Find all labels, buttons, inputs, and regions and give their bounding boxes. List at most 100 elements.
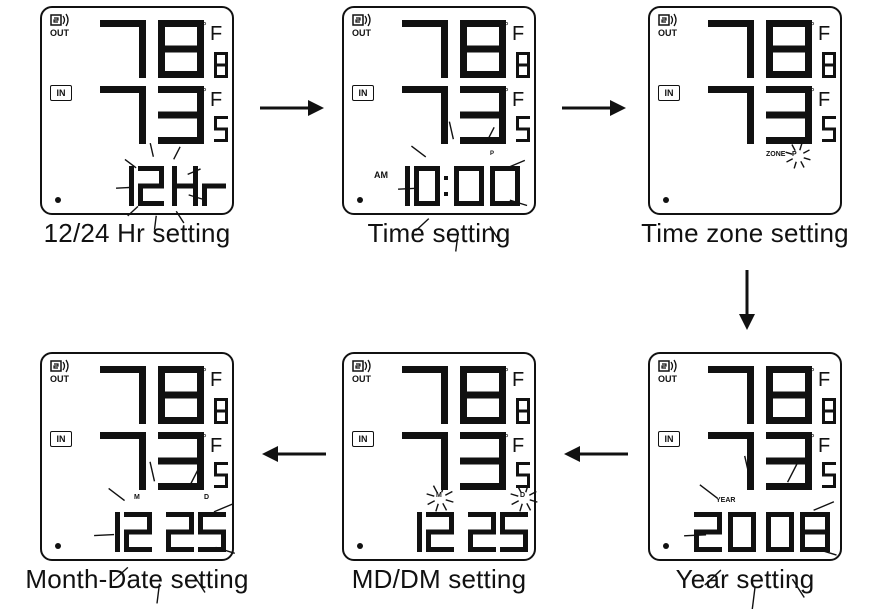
- undefined: [100, 86, 146, 93]
- undefined: [139, 461, 146, 490]
- undefined: [454, 201, 484, 206]
- out-label: OUT: [50, 28, 69, 38]
- undefined: [499, 86, 506, 115]
- undefined: [516, 398, 519, 411]
- blink-ray: [427, 500, 436, 506]
- undefined: [417, 512, 422, 532]
- undefined: [822, 462, 825, 475]
- undefined: [214, 398, 217, 411]
- undefined: [479, 166, 484, 186]
- undefined: [766, 45, 812, 53]
- date-indicator: D: [204, 494, 210, 501]
- undefined: [694, 512, 722, 517]
- blink-ray: [112, 566, 129, 582]
- undefined: [805, 20, 812, 49]
- undefined: [468, 532, 473, 552]
- undefined: [444, 176, 448, 180]
- undefined: [197, 366, 204, 395]
- undefined: [159, 166, 164, 186]
- undefined: [822, 139, 836, 142]
- status-dot: [663, 543, 669, 549]
- blink-ray: [156, 583, 161, 604]
- blink-ray: [415, 218, 430, 232]
- undefined: [833, 398, 836, 411]
- undefined: [516, 473, 530, 477]
- blink-ray: [189, 467, 200, 487]
- undefined: [499, 20, 506, 49]
- undefined: [225, 65, 228, 78]
- undefined: [139, 49, 146, 78]
- undefined: [139, 395, 146, 424]
- zone-indicator: ZONE: [766, 151, 786, 158]
- undefined: [158, 137, 204, 144]
- blink-ray: [785, 151, 793, 155]
- blink-ray: [528, 490, 537, 496]
- undefined: [766, 20, 812, 27]
- undefined: [158, 49, 165, 78]
- undefined: [708, 366, 754, 373]
- undefined: [158, 432, 204, 439]
- out-label: OUT: [352, 374, 371, 384]
- unit-label: F: [210, 435, 222, 457]
- unit-label: F: [512, 89, 524, 111]
- in-label: IN: [658, 431, 680, 447]
- undefined: [500, 529, 528, 535]
- undefined: [198, 529, 226, 535]
- arrow-left-icon: [564, 446, 628, 462]
- degree-symbol: °: [810, 85, 815, 99]
- undefined: [460, 366, 506, 373]
- undefined: [214, 462, 228, 465]
- undefined: [129, 186, 134, 206]
- panel-md-dm: °F°F OUT IN M D MD/DM setting: [342, 352, 542, 596]
- undefined: [402, 366, 448, 373]
- undefined: [460, 20, 506, 27]
- undefined: [441, 395, 448, 424]
- undefined: [225, 52, 228, 65]
- caption: Time zone setting: [641, 218, 849, 248]
- blink-ray: [489, 225, 501, 242]
- undefined: [805, 115, 812, 144]
- undefined: [460, 483, 506, 490]
- status-dot: [55, 543, 61, 549]
- undefined: [202, 186, 207, 206]
- undefined: [751, 532, 756, 552]
- undefined: [454, 186, 459, 206]
- undefined: [426, 529, 454, 535]
- out-label: OUT: [658, 28, 677, 38]
- undefined: [516, 127, 530, 131]
- undefined: [833, 52, 836, 65]
- degree-symbol: °: [202, 365, 207, 379]
- undefined: [694, 529, 722, 535]
- undefined: [747, 115, 754, 144]
- undefined: [766, 432, 812, 439]
- undefined: [527, 475, 530, 488]
- blink-ray: [800, 160, 805, 168]
- undefined: [402, 432, 448, 439]
- undefined: [460, 71, 506, 78]
- lcd-segments: °F°F: [658, 13, 836, 203]
- degree-symbol: °: [504, 365, 509, 379]
- degree-symbol: °: [202, 19, 207, 33]
- undefined: [822, 409, 836, 413]
- undefined: [158, 391, 204, 399]
- undefined: [402, 20, 448, 27]
- undefined: [479, 186, 484, 206]
- undefined: [805, 366, 812, 395]
- undefined: [766, 512, 794, 517]
- blink-ray: [124, 158, 137, 169]
- undefined: [225, 129, 228, 142]
- blink-ray: [187, 168, 201, 176]
- undefined: [822, 398, 825, 411]
- blink-ray: [455, 233, 459, 252]
- undefined: [197, 461, 204, 490]
- undefined: [499, 432, 506, 461]
- blink-ray: [445, 499, 454, 503]
- undefined: [129, 166, 134, 186]
- caption: Time setting: [367, 218, 511, 248]
- undefined: [158, 20, 165, 49]
- undefined: [766, 547, 794, 552]
- blink-ray: [149, 142, 155, 157]
- undefined: [193, 186, 198, 206]
- undefined: [822, 52, 836, 55]
- undefined: [214, 398, 228, 401]
